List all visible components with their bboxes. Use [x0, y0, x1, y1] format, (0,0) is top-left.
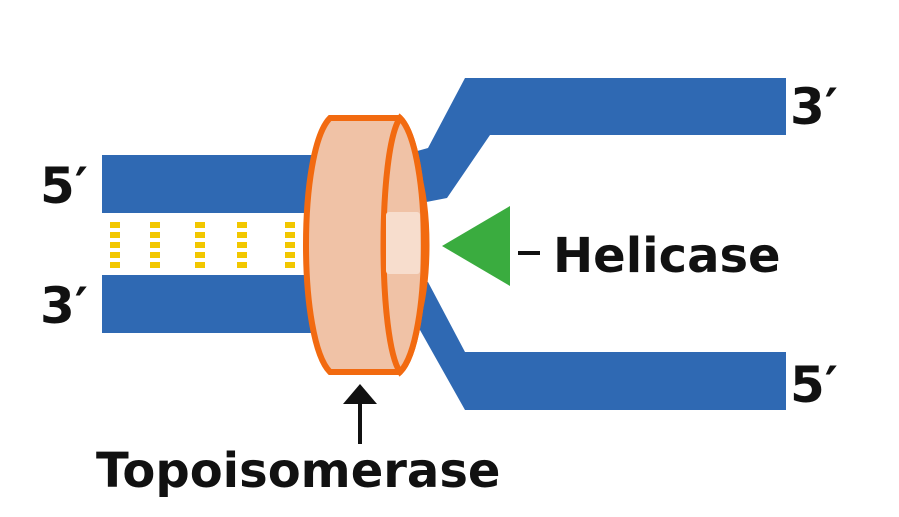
- hydrogen-bond-dot: [110, 252, 120, 258]
- hydrogen-bond-dot: [237, 222, 247, 228]
- hydrogen-bond-dot: [285, 252, 295, 258]
- label-right-bottom-end: 5′: [790, 356, 838, 414]
- hydrogen-bond-dot: [237, 242, 247, 248]
- label-right-top-end: 3′: [790, 78, 838, 136]
- hydrogen-bond-dot: [150, 232, 160, 238]
- hydrogen-bond-dot: [195, 262, 205, 268]
- label-left-bottom-end: 3′: [40, 277, 88, 335]
- hydrogen-bond-dot: [285, 232, 295, 238]
- hydrogen-bond-dot: [237, 232, 247, 238]
- hydrogen-bond-dot: [110, 242, 120, 248]
- hydrogen-bond-dot: [195, 232, 205, 238]
- topoisomerase-arrow-head: [343, 384, 377, 404]
- hydrogen-bond-dot: [150, 222, 160, 228]
- helicase-triangle: [442, 206, 510, 286]
- hydrogen-bond-dot: [110, 222, 120, 228]
- topoisomerase-opening: [386, 212, 420, 274]
- hydrogen-bond-dot: [285, 262, 295, 268]
- hydrogen-bond-dot: [110, 232, 120, 238]
- topoisomerase: [303, 113, 430, 377]
- hydrogen-bond-dot: [195, 242, 205, 248]
- strand-right-top: [385, 78, 786, 210]
- hydrogen-bond-dot: [237, 262, 247, 268]
- hydrogen-bonds: [110, 222, 295, 268]
- label-left-top-end: 5′: [40, 157, 88, 215]
- hydrogen-bond-dot: [150, 242, 160, 248]
- hydrogen-bond-dot: [195, 222, 205, 228]
- strand-right-bottom: [385, 278, 786, 410]
- hydrogen-bond-dot: [150, 262, 160, 268]
- hydrogen-bond-dot: [150, 252, 160, 258]
- helicase-label: Helicase: [553, 228, 781, 284]
- hydrogen-bond-dot: [110, 262, 120, 268]
- hydrogen-bond-dot: [285, 242, 295, 248]
- topoisomerase-label: Topoisomerase: [96, 443, 500, 499]
- hydrogen-bond-dot: [237, 252, 247, 258]
- hydrogen-bond-dot: [195, 252, 205, 258]
- hydrogen-bond-dot: [285, 222, 295, 228]
